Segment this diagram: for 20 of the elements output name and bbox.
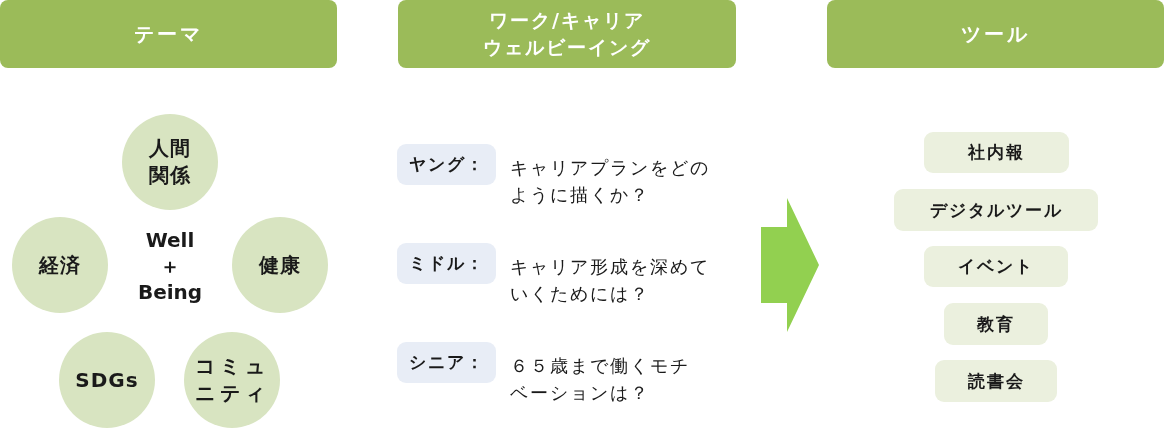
center-label: Well ＋ Being <box>137 227 203 305</box>
tool-tag: デジタルツール <box>894 189 1098 231</box>
tool-tag: イベント <box>924 246 1068 287</box>
question-text: キャリアプランをどのように描くか？ <box>510 156 711 207</box>
tool-tag: 教育 <box>944 303 1048 345</box>
column-header: ツール <box>827 0 1164 68</box>
tool-tag: 読書会 <box>935 360 1057 402</box>
tool-tag: 社内報 <box>924 132 1069 173</box>
topic-circle: 健康 <box>232 217 328 313</box>
topic-circle: SDGs <box>59 332 155 428</box>
column-header: ワーク/キャリアウェルビーイング <box>398 0 736 68</box>
question-text: ６５歳まで働くモチベーションは？ <box>510 354 691 405</box>
topic-circle: 人間関係 <box>122 114 218 210</box>
age-group-tag: ヤング： <box>397 144 496 185</box>
question-text: キャリア形成を深めていくためには？ <box>510 255 711 306</box>
age-group-tag: シニア： <box>397 342 496 383</box>
topic-circle: コミュニティ <box>184 332 280 428</box>
topic-circle: 経済 <box>12 217 108 313</box>
column-header: テーマ <box>0 0 337 68</box>
age-group-tag: ミドル： <box>397 243 496 284</box>
